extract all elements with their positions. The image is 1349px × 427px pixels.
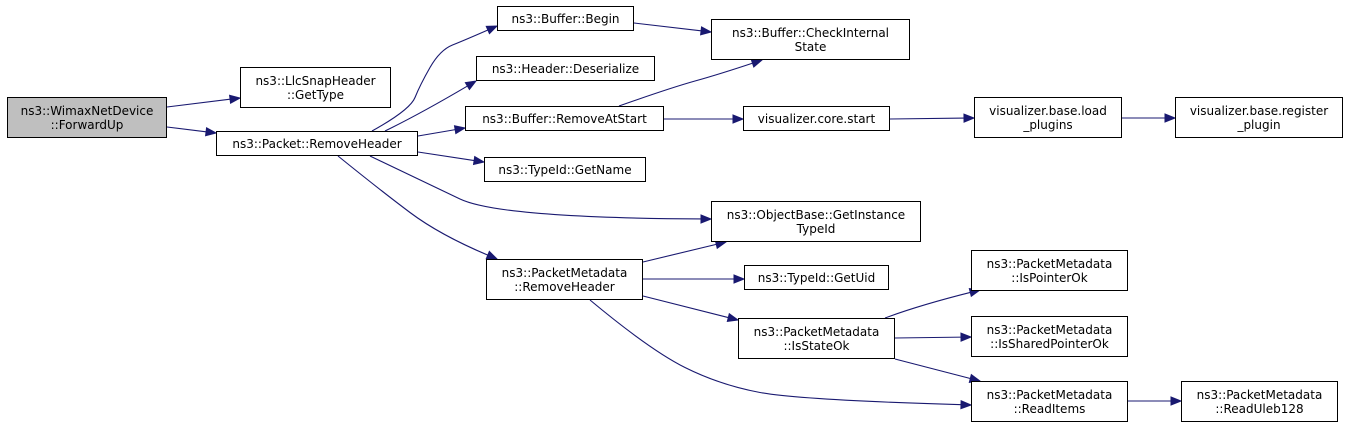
edge-arrowhead	[700, 26, 713, 36]
edge-pm_isstateok-to-pm_readitems	[894, 358, 982, 383]
edge-arrowhead	[963, 113, 976, 123]
edge-wimax-to-llcsnap	[166, 94, 242, 108]
edge-line	[642, 295, 730, 319]
node-packet-remove[interactable]: ns3::Packet::RemoveHeader	[216, 131, 418, 156]
edge-line	[371, 29, 489, 132]
edge-line	[894, 358, 972, 380]
edge-pm_remove-to-pm_isstateok	[642, 295, 740, 323]
edge-buffer_removeatstart-to-buffer_check	[618, 58, 764, 107]
edge-arrowhead	[472, 155, 486, 166]
edge-arrowhead	[960, 332, 973, 342]
edge-arrowhead	[453, 125, 467, 135]
edge-arrowhead	[205, 127, 218, 137]
node-pm-readitems[interactable]: ns3::PacketMetadata ::ReadItems	[971, 381, 1128, 422]
edge-vis_load-to-vis_register	[1122, 113, 1177, 123]
edge-buffer_begin-to-buffer_check	[633, 22, 713, 36]
edge-packet_remove-to-header_deser	[384, 80, 478, 132]
edge-line	[589, 299, 963, 406]
edge-line	[884, 291, 972, 319]
edge-arrowhead	[485, 25, 499, 35]
node-pm-readuleb[interactable]: ns3::PacketMetadata ::ReadUleb128	[1181, 381, 1338, 422]
edge-line	[618, 62, 754, 107]
edge-packet_remove-to-objbase	[369, 155, 713, 224]
node-vis-load[interactable]: visualizer.base.load _plugins	[974, 97, 1122, 138]
edge-arrowhead	[750, 58, 764, 68]
edge-pm_remove-to-pm_readitems	[589, 299, 973, 410]
node-buffer-begin[interactable]: ns3::Buffer::Begin	[497, 6, 634, 31]
edge-line	[369, 155, 703, 220]
edge-line	[417, 128, 457, 137]
edge-arrowhead	[700, 214, 713, 224]
node-vis-register[interactable]: visualizer.base.register _plugin	[1175, 97, 1343, 138]
node-llcsnap[interactable]: ns3::LlcSnapHeader ::GetType	[240, 67, 391, 108]
node-objbase[interactable]: ns3::ObjectBase::GetInstance TypeId	[711, 201, 921, 242]
edge-arrowhead	[733, 274, 746, 284]
edge-arrowhead	[726, 312, 740, 323]
edge-line	[889, 117, 966, 120]
node-typeid-getname[interactable]: ns3::TypeId::GetName	[484, 157, 646, 182]
node-pm-remove[interactable]: ns3::PacketMetadata ::RemoveHeader	[486, 259, 643, 300]
edge-packet_remove-to-pm_remove	[337, 155, 499, 260]
edge-pm_remove-to-objbase	[642, 239, 728, 263]
edge-packet_remove-to-buffer_begin	[371, 25, 499, 132]
edge-line	[166, 98, 232, 108]
node-header-deser[interactable]: ns3::Header::Deserialize	[476, 56, 655, 81]
edge-line	[166, 126, 208, 133]
edge-arrowhead	[1164, 113, 1177, 123]
edge-arrowhead	[485, 250, 499, 260]
edge-arrowhead	[464, 80, 478, 91]
edge-line	[633, 22, 703, 32]
edge-line	[417, 151, 476, 162]
node-typeid-getuid[interactable]: ns3::TypeId::GetUid	[744, 265, 889, 290]
node-vis-start[interactable]: visualizer.core.start	[743, 106, 890, 131]
edge-line	[337, 155, 489, 257]
edge-vis_start-to-vis_load	[889, 113, 976, 123]
edge-pm_remove-to-typeid_getuid	[643, 274, 746, 284]
edge-packet_remove-to-buffer_removeatstart	[417, 125, 467, 137]
node-buffer-removeatstart[interactable]: ns3::Buffer::RemoveAtStart	[465, 106, 664, 131]
edge-arrowhead	[228, 94, 242, 104]
edge-pm_isstateok-to-pm_ispointerok	[884, 287, 982, 319]
edge-packet_remove-to-typeid_getname	[417, 151, 486, 166]
node-wimax[interactable]: ns3::WimaxNetDevice ::ForwardUp	[7, 97, 167, 138]
node-pm-ispointerok[interactable]: ns3::PacketMetadata ::IsPointerOk	[971, 250, 1128, 291]
edge-buffer_removeatstart-to-vis_start	[664, 114, 745, 124]
edge-arrowhead	[960, 399, 973, 410]
node-buffer-check[interactable]: ns3::Buffer::CheckInternal State	[711, 19, 910, 60]
node-pm-isstateok[interactable]: ns3::PacketMetadata ::IsStateOk	[738, 318, 895, 359]
edge-line	[894, 336, 963, 339]
edge-arrowhead	[1170, 396, 1183, 406]
edge-wimax-to-packet_remove	[166, 126, 218, 137]
edge-line	[642, 243, 718, 263]
node-pm-issharedok[interactable]: ns3::PacketMetadata ::IsSharedPointerOk	[971, 316, 1128, 357]
edge-pm_isstateok-to-pm_issharedok	[894, 332, 973, 342]
edge-arrowhead	[732, 114, 745, 124]
edge-line	[384, 85, 469, 132]
edge-pm_readitems-to-pm_readuleb	[1128, 396, 1183, 406]
